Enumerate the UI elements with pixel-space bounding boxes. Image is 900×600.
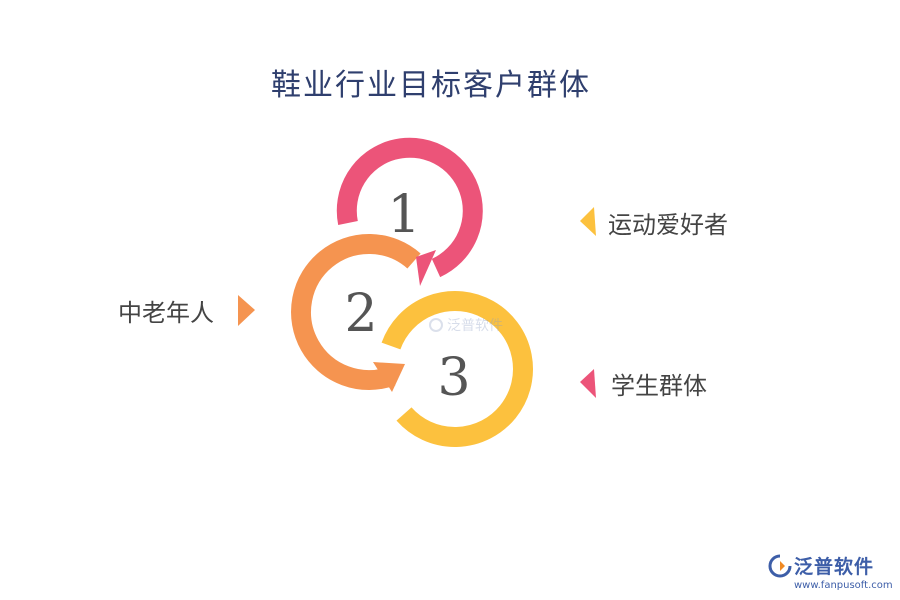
item-3-label: 学生群体 [611, 372, 707, 400]
ring-2-arrowhead [373, 362, 405, 392]
ring-3: 3 [381, 291, 533, 447]
brand-logo: 泛普软件 www.fanpusoft.com [768, 552, 893, 591]
pointer-2-icon [238, 295, 255, 326]
item-2-label: 中老年人 [118, 299, 214, 327]
brand-url: www.fanpusoft.com [794, 580, 893, 591]
ring-2: 2 [291, 234, 421, 392]
ring-1-number: 1 [387, 185, 420, 245]
ring-1: 1 [336, 137, 483, 286]
ring-1-arrowhead [416, 250, 436, 286]
watermark-logo-icon [429, 318, 443, 332]
ring-2-number: 2 [344, 284, 377, 344]
fanpu-logo-icon [768, 554, 792, 578]
pointer-1-icon [580, 207, 596, 236]
watermark-text: 泛普软件 [447, 318, 503, 334]
ring-3-number: 3 [437, 348, 470, 408]
watermark: 泛普软件 [429, 318, 503, 334]
diagram-title: 鞋业行业目标客户群体 [271, 68, 591, 103]
ring-2-arc [291, 234, 421, 390]
ring-3-arc [381, 291, 533, 447]
ring-1-arc [336, 137, 483, 278]
item-1-label: 运动爱好者 [608, 211, 728, 239]
pointer-3-icon [580, 369, 596, 398]
brand-name: 泛普软件 [794, 556, 875, 578]
